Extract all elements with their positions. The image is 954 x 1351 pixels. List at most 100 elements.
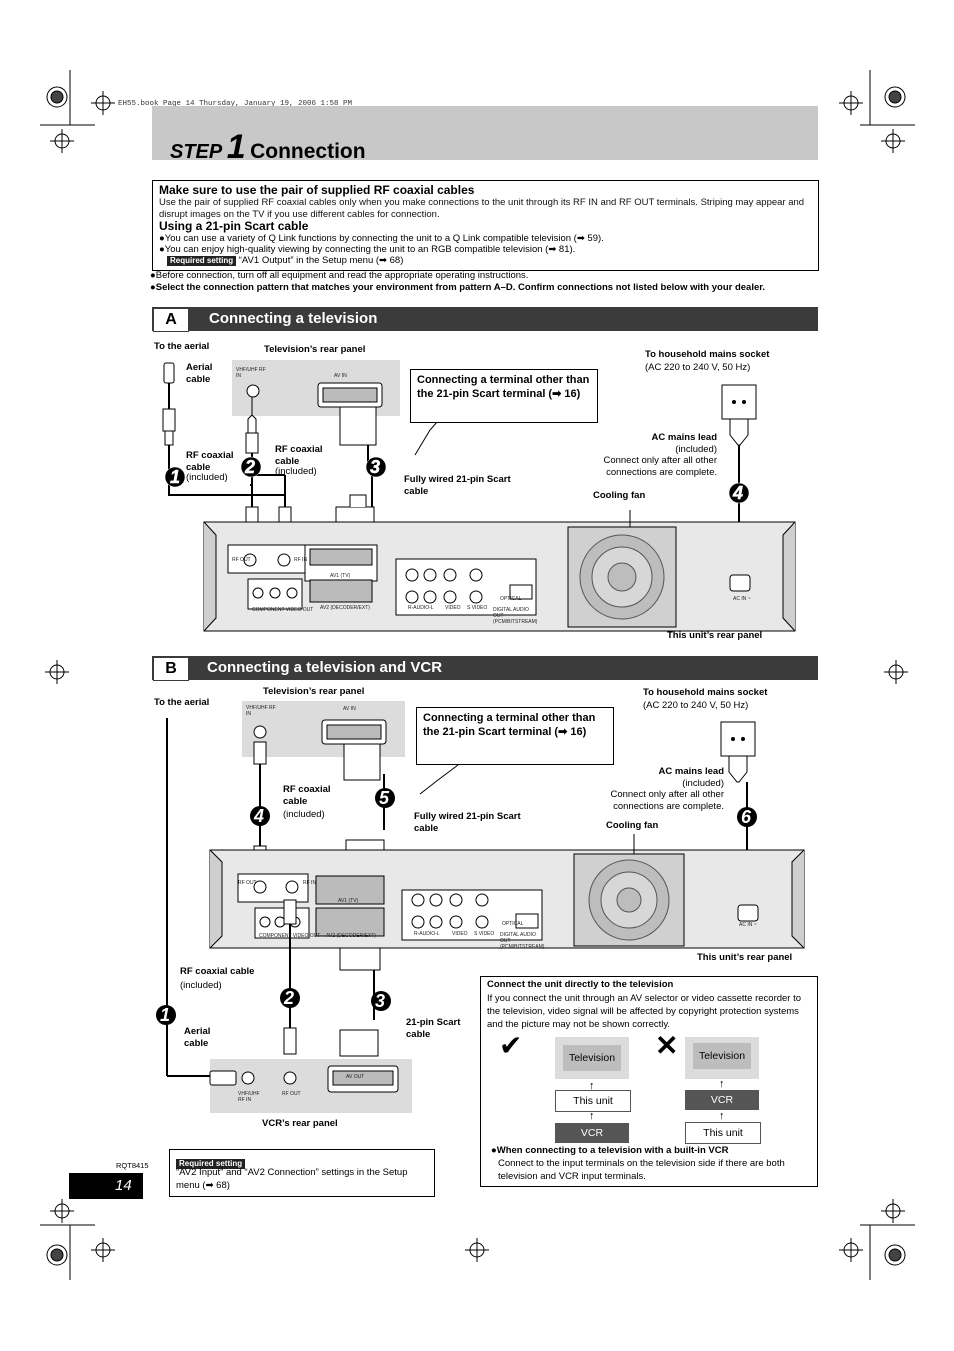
page-number: 14 <box>115 1177 132 1194</box>
scart-bullet-2: ●You can enjoy high-quality viewing by c… <box>159 244 576 255</box>
b-vhf: VHF/UHF RF IN <box>246 705 276 717</box>
a-av1: AV1 (TV) <box>330 573 351 579</box>
title-band <box>152 106 818 160</box>
pre-bullet-2: ●Select the connection pattern that matc… <box>150 282 766 293</box>
a-rf-out: RF OUT <box>232 557 251 563</box>
step-b-4: 4 <box>253 806 264 826</box>
required-setting-1: Required setting “AV1 Output” in the Set… <box>167 255 403 267</box>
a-mains-spec: (AC 220 to 240 V, 50 Hz) <box>645 362 751 373</box>
b-raudio: R-AUDIO-L <box>414 931 440 937</box>
a-callout: Connecting a terminal other than the 21-… <box>410 369 598 423</box>
page-title: STEP 1 Connection <box>170 128 366 167</box>
b-callout: Connecting a terminal other than the 21-… <box>416 707 614 765</box>
cross-icon: ✕ <box>655 1030 679 1061</box>
a-to-aerial: To the aerial <box>154 341 210 352</box>
required-tag: Required setting <box>167 256 237 266</box>
b-rf-coax-lower-inc: (included) <box>180 980 222 991</box>
a-rf-in: RF IN <box>294 557 308 563</box>
right-tv-frame: Television <box>685 1037 759 1079</box>
b-scart-21: 21-pin Scart cable <box>406 1017 461 1040</box>
b-av-in: AV IN <box>343 706 356 712</box>
a-rf-coax-2: RF coaxial cable <box>275 444 323 467</box>
print-header: EH55.book Page 14 Thursday, January 19, … <box>118 100 353 108</box>
b-rf-in: RF IN <box>303 880 317 886</box>
right-arrow-1: ↑ <box>719 1078 725 1090</box>
b-ac-in: AC IN ~ <box>739 922 757 928</box>
left-tv: Television <box>563 1045 621 1071</box>
a-rf-coax-2-inc: (included) <box>275 466 317 477</box>
left-tv-frame: Television <box>555 1037 629 1079</box>
page-number-block: 14 <box>69 1173 143 1199</box>
step-b-5: 5 <box>379 788 390 808</box>
a-ac-lead: AC mains lead <box>651 432 717 443</box>
b-mains-socket: To household mains socket <box>643 687 768 698</box>
left-unit: This unit <box>555 1090 631 1112</box>
a-ac-lead-inc: (included) <box>675 444 717 455</box>
notice-box: Make sure to use the pair of supplied RF… <box>152 180 819 271</box>
a-rf-coax-1: RF coaxial cable <box>186 450 234 473</box>
a-digital: DIGITAL AUDIO OUT (PCM/BITSTREAM) <box>493 607 538 625</box>
b-ac-note: Connect only after all other connections… <box>610 789 724 812</box>
b-rf-coax-lower: RF coaxial cable <box>180 966 255 977</box>
b-aerial-cable: Aerial cable <box>184 1026 211 1049</box>
right-arrow-2: ↑ <box>719 1110 725 1122</box>
b-component: COMPONENT VIDEO OUT <box>259 933 321 939</box>
a-ac-note: Connect only after all other connections… <box>603 455 717 478</box>
scart-heading: Using a 21-pin Scart cable <box>159 219 309 233</box>
step-a-1: 1 <box>170 467 180 487</box>
b-vcr-rear: VCR’s rear panel <box>262 1118 338 1129</box>
step-a-4: 4 <box>732 483 743 503</box>
a-mains-socket: To household mains socket <box>645 349 770 360</box>
diagram-b: 1 2 3 4 5 6 <box>156 701 805 1113</box>
a-unit-rear: This unit’s rear panel <box>667 630 763 641</box>
a-component: COMPONENT VIDEO OUT <box>252 607 314 613</box>
a-optical: OPTICAL <box>500 596 522 602</box>
left-vcr: VCR <box>555 1123 629 1143</box>
left-arrow-2: ↑ <box>589 1110 595 1122</box>
b-digital: DIGITAL AUDIO OUT (PCM/BITSTREAM) <box>500 932 545 950</box>
direct-body: If you connect the unit through an AV se… <box>487 993 802 1030</box>
title-step: STEP <box>170 141 223 163</box>
step-b-1: 1 <box>160 1005 170 1025</box>
step-a-3: 3 <box>370 457 380 477</box>
a-ac-in: AC IN ~ <box>733 596 751 602</box>
b-vcr-rf-out: RF OUT <box>282 1091 301 1097</box>
section-a-bar <box>152 307 818 331</box>
right-unit: This unit <box>685 1122 761 1144</box>
direct-connect-box: Connect the unit directly to the televis… <box>480 976 818 1187</box>
step-a-2: 2 <box>244 457 255 477</box>
builtin-vcr-heading: ●When connecting to a television with a … <box>491 1145 729 1156</box>
builtin-vcr-body: Connect to the input terminals on the te… <box>498 1158 785 1182</box>
a-tv-rear: Television’s rear panel <box>264 344 366 355</box>
a-rf-coax-1-inc: (included) <box>186 472 228 483</box>
b-cooling-fan: Cooling fan <box>606 820 659 831</box>
section-a-title: Connecting a television <box>209 310 378 327</box>
a-av-in: AV IN <box>334 373 347 379</box>
section-b-title: Connecting a television and VCR <box>207 659 443 676</box>
b-av1: AV1 (TV) <box>338 898 359 904</box>
right-tv: Television <box>693 1043 751 1069</box>
notice-body: Use the pair of supplied RF coaxial cabl… <box>159 197 805 220</box>
notice-heading: Make sure to use the pair of supplied RF… <box>159 183 475 197</box>
diagram-a: 1 2 3 4 <box>162 360 796 632</box>
b-unit-rear: This unit’s rear panel <box>697 952 793 963</box>
b-scart-cable: Fully wired 21-pin Scart cable <box>414 811 521 834</box>
section-a-letter: A <box>153 308 189 332</box>
check-icon: ✔ <box>499 1030 523 1061</box>
b-rf-coax: RF coaxial cable <box>283 784 331 807</box>
section-b-letter: B <box>153 657 189 681</box>
step-b-2: 2 <box>283 988 294 1008</box>
a-vhf: VHF/UHF RF IN <box>236 367 266 379</box>
required-text-2: “AV2 Input” and “AV2 Connection” setting… <box>176 1167 408 1191</box>
direct-heading: Connect the unit directly to the televis… <box>487 979 674 990</box>
pre-bullet-1: ●Before connection, turn off all equipme… <box>150 270 529 281</box>
b-to-aerial: To the aerial <box>154 697 210 708</box>
right-vcr: VCR <box>685 1090 759 1110</box>
b-tv-rear: Television’s rear panel <box>263 686 365 697</box>
doc-code: RQT8415 <box>116 1161 149 1170</box>
required-tag-2: Required setting <box>176 1159 246 1169</box>
b-rf-out: RF OUT <box>238 880 257 886</box>
b-optical: OPTICAL <box>502 921 524 927</box>
b-mains-spec: (AC 220 to 240 V, 50 Hz) <box>643 700 749 711</box>
